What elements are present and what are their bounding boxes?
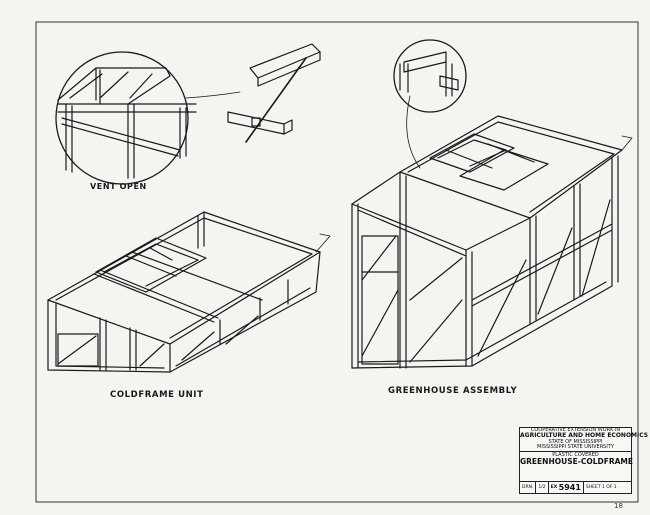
plan-number-cell: EX 5941 bbox=[549, 482, 584, 493]
coldframe-unit-label: COLDFRAME UNIT bbox=[110, 390, 204, 400]
greenhouse-assembly-label: GREENHOUSE ASSEMBLY bbox=[388, 386, 518, 396]
title-block-line2: AGRICULTURE AND HOME ECONOMICS bbox=[520, 432, 649, 440]
title-block-info-row: DRN. 1/2 EX 5941 SHEET 1 OF 1 bbox=[520, 481, 631, 493]
title-block-line1: COOPERATIVE EXTENSION WORK IN bbox=[530, 427, 621, 433]
greenhouse-assembly-drawing bbox=[351, 39, 633, 369]
vent-open-detail bbox=[55, 51, 241, 185]
vent-open-label: VENT OPEN bbox=[90, 182, 147, 191]
title-block-line4: MISSISSIPPI STATE UNIVERSITY bbox=[537, 443, 614, 450]
scale-value: 1/2 bbox=[536, 482, 549, 493]
title-block-subtitle: PLASTIC COVERED bbox=[552, 452, 599, 459]
page-number: 18 bbox=[614, 502, 623, 510]
plan-prefix: EX bbox=[550, 485, 558, 490]
sheet-border bbox=[35, 21, 639, 503]
title-block-line3: STATE OF MISSISSIPPI bbox=[548, 438, 603, 445]
hinge-detail bbox=[227, 43, 321, 143]
drawn-label: DRN. bbox=[520, 482, 537, 493]
coldframe-unit-drawing bbox=[47, 211, 331, 373]
title-block-title: GREENHOUSE-COLDFRAME bbox=[520, 457, 634, 467]
sheet-label: SHEET 1 OF 1 bbox=[585, 485, 617, 490]
title-block: COOPERATIVE EXTENSION WORK IN AGRICULTUR… bbox=[519, 427, 649, 494]
plan-number: 5941 bbox=[558, 483, 581, 492]
